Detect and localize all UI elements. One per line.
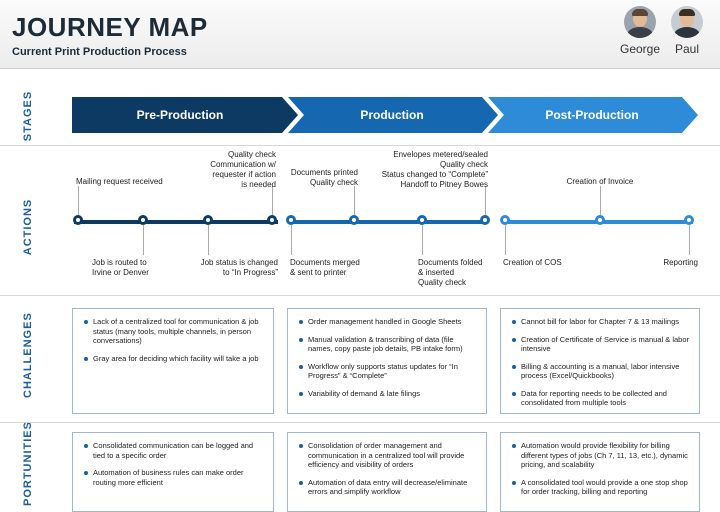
challenges-box-production: Order management handled in Google Sheet… [287,308,487,414]
stage-arrow-post-production [488,97,698,133]
stem [354,186,355,216]
list-item: Automation of business rules can make or… [84,468,265,487]
action-label: Reporting [663,258,698,267]
stem [600,186,601,216]
timeline-dot[interactable] [286,215,296,225]
timeline-dot[interactable] [500,215,510,225]
stage-arrow-pre-production [72,97,298,133]
list-item: Consolidated communication can be logged… [84,441,265,460]
header: JOURNEY MAP Current Print Production Pro… [0,0,720,69]
page-subtitle: Current Print Production Process [12,46,187,58]
action-label: Mailing request received [76,177,163,186]
stem [272,186,273,216]
list-item: Variability of demand & late filings [299,389,478,399]
stem [291,225,292,255]
timeline-dot[interactable] [267,215,277,225]
timeline-production [290,220,486,224]
action-label: Documents merged& sent to printer [290,258,360,277]
stage-label-post-production: Post-Production [545,108,639,122]
list-item: Gray area for deciding which facility wi… [84,354,265,364]
stage-label-pre-production: Pre-Production [136,108,224,122]
persona-george[interactable]: George [614,6,666,56]
timeline-dot[interactable] [73,215,83,225]
opportunities-box-post: Automation would provide flexibility for… [500,432,700,512]
divider [0,145,720,146]
divider [0,295,720,296]
timeline-dot[interactable] [349,215,359,225]
challenges-box-post: Cannot bill for labor for Chapter 7 & 13… [500,308,700,414]
opportunities-box-pre: Consolidated communication can be logged… [72,432,274,512]
list-item: Manual validation & transcribing of data… [299,335,478,354]
list-item: Order management handled in Google Sheet… [299,317,478,327]
list-item: Cannot bill for labor for Chapter 7 & 13… [512,317,691,327]
stem [78,186,79,216]
stem [689,225,690,255]
list-item: Creation of Certificate of Service is ma… [512,334,689,353]
timeline-pre [74,220,278,224]
stem [505,225,506,255]
stem [143,225,144,255]
stage-label-production: Production [360,108,424,122]
stem [485,186,486,216]
timeline-dot[interactable] [138,215,148,225]
action-label: Creation of Invoice [566,177,634,186]
list-item: Lack of a centralized tool for communica… [84,317,265,346]
stage-arrow-production [288,97,498,133]
stage-arrows [72,97,698,133]
timeline-dot[interactable] [480,215,490,225]
list-item: A consolidated tool would provide a one … [512,478,691,497]
avatar [624,6,656,38]
timeline-dot[interactable] [203,215,213,225]
list-item: Automation would provide flexibility for… [512,441,691,470]
persona-name: Paul [674,42,700,56]
list-item: Automation of data entry will decrease/e… [299,478,478,497]
stem [208,225,209,255]
persona-paul[interactable]: Paul [661,6,713,56]
page-title: JOURNEY MAP [12,12,208,42]
divider [0,422,720,423]
list-item: Consolidation of order management and co… [299,441,478,470]
opportunities-box-production: Consolidation of order management and co… [287,432,487,512]
stem [422,225,423,255]
persona-name: George [619,42,661,56]
timeline-dot[interactable] [595,215,605,225]
avatar [671,6,703,38]
timeline-dot[interactable] [417,215,427,225]
list-item: Workflow only supports status updates fo… [299,362,478,381]
challenges-box-pre: Lack of a centralized tool for communica… [72,308,274,414]
action-label: Creation of COS [503,258,562,267]
list-item: Billing & accounting is a manual, labor … [512,362,691,381]
list-item: Data for reporting needs to be collected… [512,389,691,408]
timeline-dot[interactable] [684,215,694,225]
